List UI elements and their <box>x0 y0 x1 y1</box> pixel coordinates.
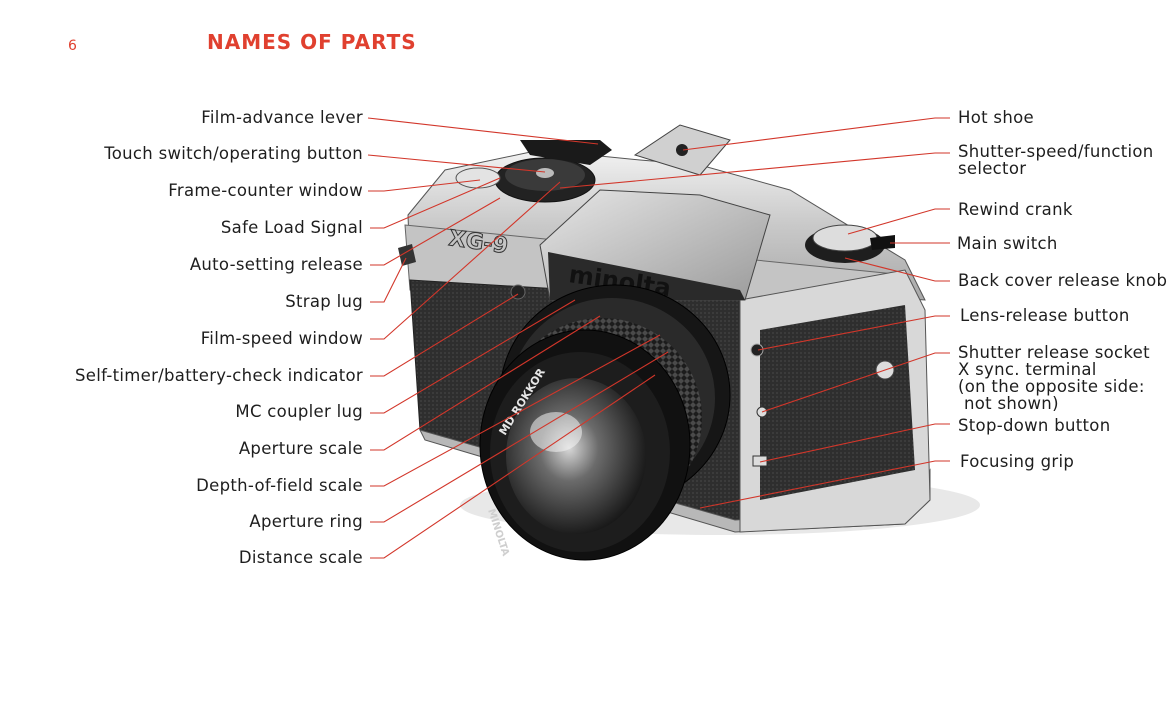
label-main-switch: Main switch <box>957 234 1058 253</box>
leader-aperture-ring <box>370 351 669 523</box>
label-shutter-speed-selector-line2: selector <box>958 159 1027 178</box>
label-frame-counter-window: Frame-counter window <box>168 181 363 200</box>
label-depth-of-field-scale: Depth-of-field scale <box>196 476 363 495</box>
advance-lever-shape <box>520 140 612 165</box>
label-lens-release-button: Lens-release button <box>960 306 1130 325</box>
label-mc-coupler-lug: MC coupler lug <box>235 402 363 421</box>
label-distance-scale: Distance scale <box>238 548 363 567</box>
label-touch-switch: Touch switch/operating button <box>104 144 363 163</box>
leader-mc-coupler <box>370 299 576 414</box>
leader-film-advance-lever <box>367 117 599 145</box>
label-strap-lug: Strap lug <box>285 292 363 311</box>
leader-shutter-speed-selector <box>559 152 950 189</box>
camera-illustration: minolta XG-9 MD ROK <box>398 124 980 561</box>
label-auto-setting-release: Auto-setting release <box>189 255 363 274</box>
leader-rewind-crank <box>847 208 950 235</box>
leader-focusing-grip <box>699 460 950 509</box>
label-socket-line2: X sync. terminal <box>958 360 1097 379</box>
label-shutter-speed-selector: Shutter-speed/function selector <box>958 143 1154 177</box>
leader-stop-down <box>759 423 950 463</box>
leader-self-timer <box>370 293 519 377</box>
grip-leatherette <box>760 305 915 500</box>
label-safe-load-signal: Safe Load Signal <box>220 218 363 237</box>
leader-film-speed <box>370 181 561 340</box>
label-rewind-crank: Rewind crank <box>958 200 1073 219</box>
leader-hot-shoe <box>682 117 950 151</box>
label-socket-line4: not shown) <box>964 394 1059 413</box>
label-film-advance-lever: Film-advance lever <box>201 108 363 127</box>
label-socket-line3: (on the opposite side: <box>958 377 1145 396</box>
leader-distance-scale <box>370 374 656 559</box>
label-aperture-scale: Aperture scale <box>238 439 363 458</box>
leader-strap-lug <box>370 257 407 303</box>
hot-shoe-contact <box>676 144 688 156</box>
leader-lens-release <box>757 315 950 351</box>
label-self-timer-indicator: Self-timer/battery-check indicator <box>75 366 363 385</box>
label-shutter-speed-selector-line1: Shutter-speed/function <box>958 142 1154 161</box>
leader-depth-of-field <box>370 334 661 487</box>
leader-aperture-scale <box>370 315 601 451</box>
leader-back-cover <box>844 257 950 282</box>
leader-safe-load <box>370 177 501 229</box>
label-socket-line1: Shutter release socket <box>958 343 1150 362</box>
lens-release-shape <box>750 343 764 357</box>
label-stop-down-button: Stop-down button <box>958 416 1111 435</box>
leader-frame-counter <box>368 179 481 192</box>
leader-auto-setting <box>370 197 501 266</box>
lens-highlight <box>530 412 582 452</box>
leader-lines-right <box>559 117 950 509</box>
label-aperture-ring: Aperture ring <box>249 512 363 531</box>
label-back-cover-release: Back cover release knob <box>958 271 1168 290</box>
frame-counter-shape <box>455 167 501 189</box>
page-number: 6 <box>68 38 77 54</box>
leader-shutter-release-socket <box>761 352 950 413</box>
leader-touch-switch <box>367 154 546 173</box>
page-title: NAMES OF PARTS <box>207 30 417 54</box>
main-switch-shape <box>870 235 895 250</box>
label-shutter-release-socket: Shutter release socket X sync. terminal … <box>958 344 1150 412</box>
label-film-speed-window: Film-speed window <box>200 329 363 348</box>
label-focusing-grip: Focusing grip <box>960 452 1075 471</box>
operating-button <box>536 168 554 178</box>
label-hot-shoe: Hot shoe <box>958 108 1034 127</box>
leader-lines-left <box>367 117 669 559</box>
